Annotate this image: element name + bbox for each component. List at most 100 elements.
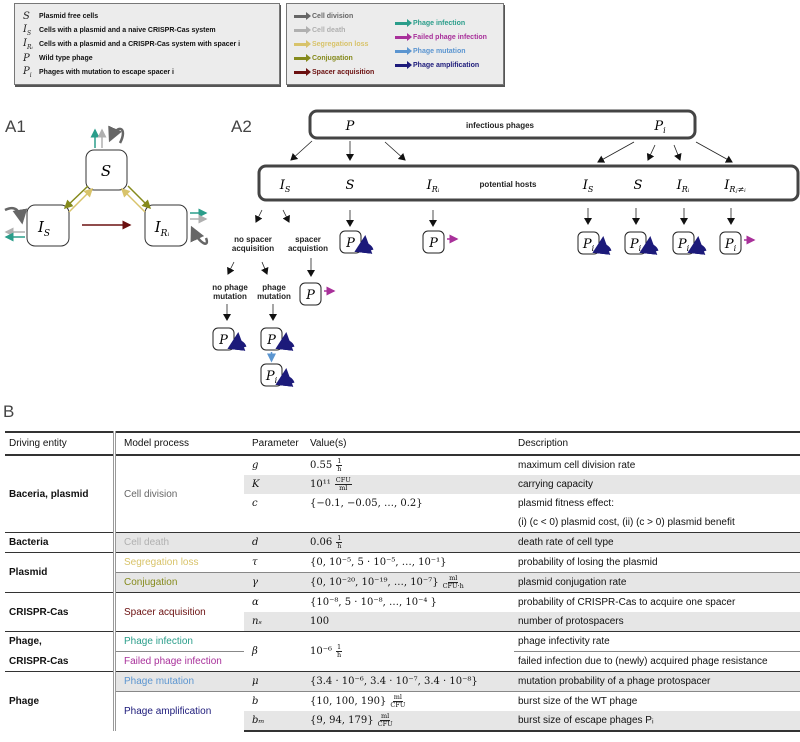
description-cell: plasmid conjugation rate xyxy=(514,572,800,593)
description-cell: failed infection due to (newly) acquired… xyxy=(514,651,800,672)
header-entity: Driving entity xyxy=(5,431,115,456)
description-cell: probability of CRISPR-Cas to acquire one… xyxy=(514,592,800,612)
segregation-arrow xyxy=(120,187,146,213)
legend-arrow-item: Phage mutation xyxy=(395,44,466,58)
value-cell: {0, 10⁻⁵, 5 · 10⁻⁵, …, 10⁻¹} xyxy=(306,552,514,573)
description-cell: mutation probability of a phage protospa… xyxy=(514,671,800,692)
legend-arrow-label: Segregation loss xyxy=(312,40,369,48)
legend-label: Cells with a plasmid and a naive CRISPR-… xyxy=(39,26,216,34)
legend-arrow-item: Conjugation xyxy=(294,51,353,65)
legend-arrow-item: Cell death xyxy=(294,23,345,37)
node-s xyxy=(85,149,128,191)
description-cell: probability of losing the plasmid xyxy=(514,552,800,573)
description-cell: burst size of escape phages Pᵢ xyxy=(514,711,800,732)
host-label: IS xyxy=(582,178,594,194)
parameter-table: Driving entity Model process Parameter V… xyxy=(5,431,800,732)
description-cell: death rate of cell type xyxy=(514,532,800,553)
process-cell: Spacer acquisition xyxy=(113,592,244,632)
infectious-phages-title: infectious phages xyxy=(466,121,535,130)
legend-item: P Wild type phage xyxy=(23,51,93,65)
entity-cell: Baceria, plasmid xyxy=(5,454,115,533)
parameter-cell: d xyxy=(244,532,306,553)
entity-cell: Phage, xyxy=(5,631,115,652)
cell-division-arrow xyxy=(108,125,125,144)
node-s-label: S xyxy=(101,162,111,180)
process-cell: Cell division xyxy=(113,454,244,533)
table-row: c{−0.1, −0.05, …, 0.2}plasmid fitness ef… xyxy=(5,494,800,513)
parameter-cell: bₘ xyxy=(244,711,306,732)
segregation-arrow xyxy=(68,187,94,213)
process-cell: Phage amplification xyxy=(113,691,244,731)
legend-label: Wild type phage xyxy=(39,54,93,62)
parameter-cell: c xyxy=(252,498,258,509)
phage-node-label: P xyxy=(428,236,438,251)
legend-symbol: P xyxy=(23,52,30,64)
phage-amplification-arrow xyxy=(639,236,659,255)
value-cell xyxy=(306,513,514,533)
process-cell: Cell death xyxy=(113,532,244,553)
table-header: Driving entity Model process Parameter V… xyxy=(5,431,800,456)
phage-amplification-arrow xyxy=(275,332,295,351)
phage-node-label: P xyxy=(305,288,315,303)
phage-node-label: Pi xyxy=(724,237,737,253)
node-is xyxy=(26,204,70,247)
parameter-cell: γ xyxy=(244,572,306,593)
legend-arrow-label: Conjugation xyxy=(312,54,353,62)
host-label: S xyxy=(346,178,355,193)
process-cell: Segregation loss xyxy=(113,552,244,573)
host-label: IRᵢ xyxy=(676,178,690,194)
legend-arrow-item: Cell division xyxy=(294,9,353,23)
parameter-cell: μ xyxy=(244,671,306,692)
node-ir-label: IRᵢ xyxy=(154,218,170,239)
a1-state-diagram: S IS IRᵢ xyxy=(4,125,209,247)
phage-amplification-arrow xyxy=(227,332,247,351)
process-cell: Phage mutation xyxy=(113,671,244,692)
legend-symbol: IRᵢ xyxy=(23,37,33,51)
phage-pi-label: Pi xyxy=(653,119,666,135)
model-diagram: A1 A2 S IS IRᵢ P infectious phages Pi IS… xyxy=(4,109,800,387)
parameter-cell: nₛ xyxy=(244,612,306,632)
parameter-cell xyxy=(244,513,306,533)
legend-label: Plasmid free cells xyxy=(39,12,99,20)
legend-symbol: IS xyxy=(23,23,32,37)
legend-arrow-label: Spacer acquisition xyxy=(312,68,375,76)
phage-amplification-arrow xyxy=(592,236,612,255)
cell-division-arrow xyxy=(4,206,28,225)
phage-node-label: P xyxy=(345,236,355,251)
host-label: S xyxy=(634,178,643,193)
infection-arrows xyxy=(223,140,735,321)
cell-division-arrow xyxy=(190,225,209,245)
header-parameter: Parameter xyxy=(244,431,306,456)
phage-amplification-arrow xyxy=(354,235,374,254)
arrow-icon xyxy=(395,60,412,69)
host-label: IS xyxy=(279,178,291,194)
phage-amplification-arrow xyxy=(275,368,295,387)
value-cell: {−0.1, −0.05, …, 0.2} xyxy=(310,498,423,509)
description-cell: maximum cell division rate xyxy=(514,454,800,475)
entity-cell: CRISPR-Cas xyxy=(5,592,115,632)
legend-arrow-label: Phage infection xyxy=(413,19,466,27)
parameter-cell: K xyxy=(244,475,306,494)
value-cell: 100 xyxy=(306,612,514,632)
parameter-cell: τ xyxy=(244,552,306,573)
